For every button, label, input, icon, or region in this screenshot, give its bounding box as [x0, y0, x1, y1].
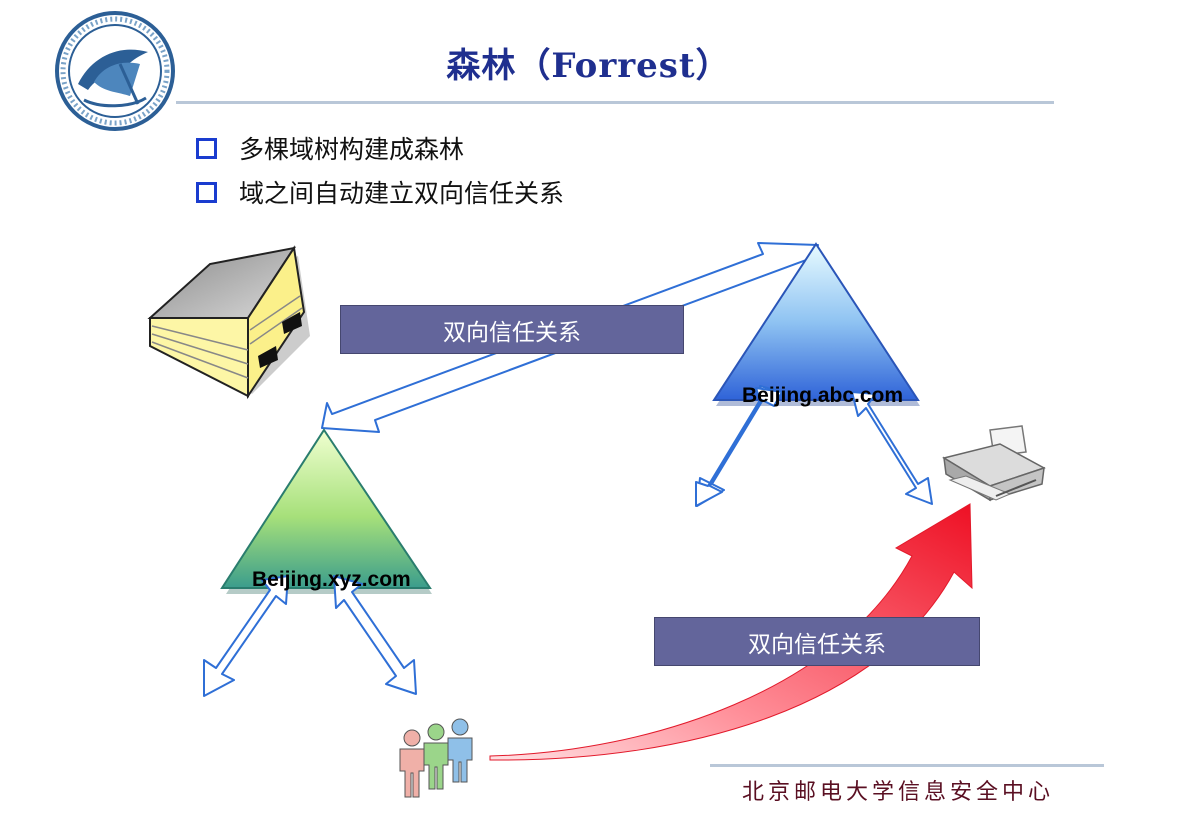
trust-arrow-xyz-right	[333, 575, 417, 695]
bullet-list: 多棵域树构建成森林 域之间自动建立双向信任关系	[196, 126, 564, 214]
trust-relation-label-bottom: 双向信任关系	[654, 617, 980, 666]
bullet-text: 域之间自动建立双向信任关系	[239, 179, 565, 208]
printer-icon	[942, 425, 1046, 502]
trust-relation-label-top: 双向信任关系	[340, 305, 684, 354]
domain-tree-abc	[712, 242, 920, 406]
bullet-text: 多棵域树构建成森林	[239, 135, 465, 164]
footer-divider	[710, 764, 1104, 767]
trust-arrow-xyz-left	[203, 575, 289, 697]
bullet-square-icon	[196, 137, 217, 159]
domain-label-xyz: Beijing.xyz.com	[252, 568, 411, 591]
trust-arrow-abc-left	[695, 385, 783, 507]
domain-label-abc: Beijing.abc.com	[742, 384, 904, 407]
title-divider	[176, 101, 1054, 104]
footer-institution: 北京邮电大学信息安全中心	[742, 780, 1055, 805]
address-book-icon	[147, 245, 310, 400]
slide-title: 森林（Forrest）	[446, 46, 731, 86]
bullet-square-icon	[196, 181, 217, 203]
domain-tree-xyz	[220, 428, 432, 594]
trust-arrow-abc-right	[851, 391, 933, 505]
bullet-item: 域之间自动建立双向信任关系	[196, 170, 564, 214]
users-group-icon	[399, 718, 473, 798]
bullet-item: 多棵域树构建成森林	[196, 126, 564, 170]
university-seal-icon	[55, 11, 175, 131]
